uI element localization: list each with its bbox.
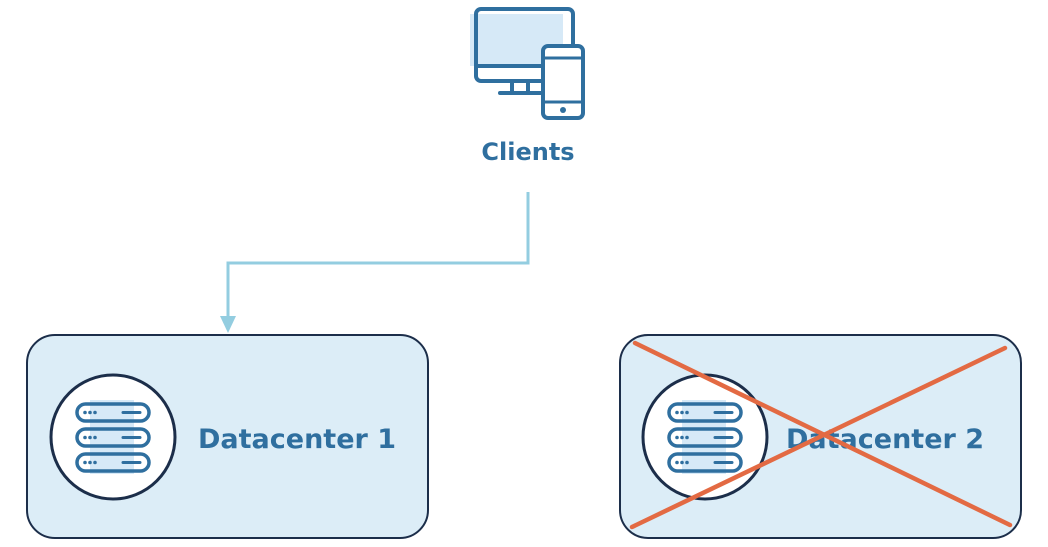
server-stack-icon [75, 400, 151, 474]
failure-cross-icon [629, 340, 1013, 530]
datacenter-1-label: Datacenter 1 [198, 424, 396, 455]
datacenter-1-box: Datacenter 1 [26, 334, 429, 539]
server-stack-icon [667, 400, 743, 474]
devices-icon [470, 7, 585, 120]
datacenter-2-box: Datacenter 2 [619, 334, 1022, 539]
connector-arrow [220, 192, 530, 333]
clients-label: Clients [481, 138, 574, 166]
